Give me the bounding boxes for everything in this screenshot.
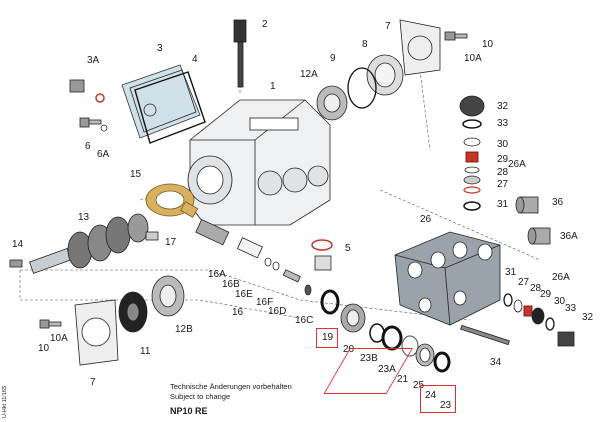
seal-pack	[320, 289, 451, 373]
callout-28-lower: 28	[530, 283, 542, 294]
callout-33: 33	[497, 118, 509, 129]
callout-36: 36	[552, 197, 564, 208]
callout-9: 9	[330, 53, 336, 64]
callout-26: 26	[420, 214, 432, 225]
callout-29: 29	[497, 154, 509, 165]
callout-16f: 16F	[256, 297, 274, 308]
callout-2: 2	[262, 19, 268, 30]
bearing-12a	[316, 85, 348, 121]
callout-33-lower: 33	[565, 303, 577, 314]
oring-9	[347, 67, 377, 109]
callout-8: 8	[362, 39, 368, 50]
callout-31: 31	[497, 199, 509, 210]
callout-10a-lower: 10A	[50, 333, 68, 344]
callout-21: 21	[397, 374, 409, 385]
side-code: U-Hkt 11/16S	[2, 385, 8, 418]
callout-23: 23	[440, 400, 452, 411]
callout-12a: 12A	[300, 69, 318, 80]
rear-cover	[121, 64, 201, 139]
callout-4: 4	[192, 54, 198, 65]
callout-7: 7	[385, 21, 391, 32]
callout-1: 1	[270, 81, 276, 92]
oil-plug-3a	[69, 79, 105, 103]
callout-31-lower: 31	[505, 267, 517, 278]
callout-16e: 16E	[235, 289, 253, 300]
bolt-6	[79, 117, 108, 132]
callout-14: 14	[12, 239, 24, 250]
bearing-12b	[151, 275, 185, 317]
dipstick	[233, 19, 247, 88]
bolt-10-lower	[39, 319, 62, 329]
callout-3: 3	[157, 43, 163, 54]
highlight-box-24-23	[420, 385, 456, 413]
bolt-10	[444, 31, 468, 41]
callout-36a: 36A	[560, 231, 578, 242]
callout-26a-lower: 26A	[552, 272, 570, 283]
valve-stack-upper	[459, 95, 485, 211]
connecting-rod	[145, 183, 199, 218]
callout-30: 30	[497, 139, 509, 150]
callout-6a: 6A	[97, 149, 110, 160]
callout-16c: 16C	[295, 315, 314, 326]
callout-34: 34	[490, 357, 502, 368]
callout-32-lower: 32	[582, 312, 594, 323]
callout-16: 16	[232, 307, 244, 318]
note-german: Technische Änderungen vorbehalten	[170, 382, 292, 391]
valve-stack-lower	[503, 293, 575, 347]
callout-16b: 16B	[222, 279, 240, 290]
callout-28: 28	[497, 167, 509, 178]
callout-6: 6	[85, 141, 91, 152]
callout-32: 32	[497, 101, 509, 112]
rear-gasket	[134, 71, 206, 144]
callout-20: 20	[343, 344, 355, 355]
crankcase-body	[187, 99, 331, 226]
callout-17: 17	[165, 237, 177, 248]
oil-sight	[311, 239, 333, 271]
cover-plate-7	[399, 19, 441, 76]
note-english: Subject to change	[170, 392, 231, 401]
callout-3a: 3A	[87, 55, 100, 66]
key-14	[9, 259, 23, 268]
callout-19: 19	[322, 332, 334, 343]
crankshaft	[28, 213, 149, 274]
callout-10: 10	[482, 39, 494, 50]
plunger-guide	[195, 218, 312, 296]
highlight-box-19	[316, 328, 338, 348]
pump-manifold	[394, 231, 501, 326]
bolt-34	[460, 324, 510, 346]
flange-7	[74, 299, 119, 366]
callout-25: 25	[413, 380, 425, 391]
callout-10-lower: 10	[38, 343, 50, 354]
callout-5: 5	[345, 243, 351, 254]
callout-27-lower: 27	[518, 277, 530, 288]
callout-11: 11	[140, 346, 151, 357]
plug-36a	[527, 227, 551, 245]
callout-23a: 23A	[378, 364, 396, 375]
callout-10a: 10A	[464, 53, 482, 64]
pin-17	[145, 231, 159, 241]
callout-24: 24	[425, 390, 437, 401]
callout-30-lower: 30	[554, 296, 566, 307]
callout-26a: 26A	[508, 159, 526, 170]
callout-7-lower: 7	[90, 377, 96, 388]
model-name: NP10 RE	[170, 406, 208, 416]
plug-36	[515, 196, 539, 214]
callout-23b: 23B	[360, 353, 378, 364]
callout-12b: 12B	[175, 324, 193, 335]
callout-13: 13	[78, 212, 90, 223]
callout-16a: 16A	[208, 269, 226, 280]
callout-15: 15	[130, 169, 142, 180]
callout-27: 27	[497, 179, 509, 190]
callout-16d: 16D	[268, 306, 287, 317]
callout-29-lower: 29	[540, 289, 552, 300]
seal-11	[118, 291, 148, 333]
